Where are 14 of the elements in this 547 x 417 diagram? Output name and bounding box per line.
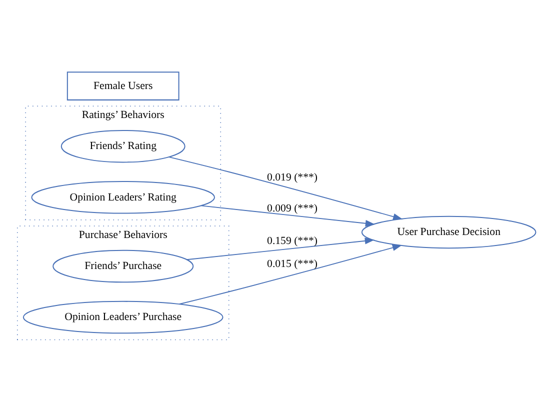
node-ellipse: Friends’ Rating — [60, 129, 186, 162]
edge-label: 0.019 (***) — [267, 171, 318, 184]
node-ellipse: Opinion Leaders’ Purchase — [22, 300, 224, 334]
arrow — [168, 156, 403, 220]
node-ellipse: User Purchase Decision — [361, 215, 536, 248]
edge-label: 0.159 (***) — [267, 234, 318, 246]
node-box: Female Users — [66, 71, 180, 100]
node-ellipse: Opinion Leaders’ Rating — [31, 180, 216, 214]
edge-label: 0.015 (***) — [267, 258, 318, 270]
arrow — [186, 237, 375, 260]
arrow — [178, 244, 402, 304]
edge-label: 0.009 (***) — [267, 202, 318, 214]
node-ellipse: Friends’ Purchase — [52, 249, 194, 282]
arrow — [200, 204, 376, 226]
